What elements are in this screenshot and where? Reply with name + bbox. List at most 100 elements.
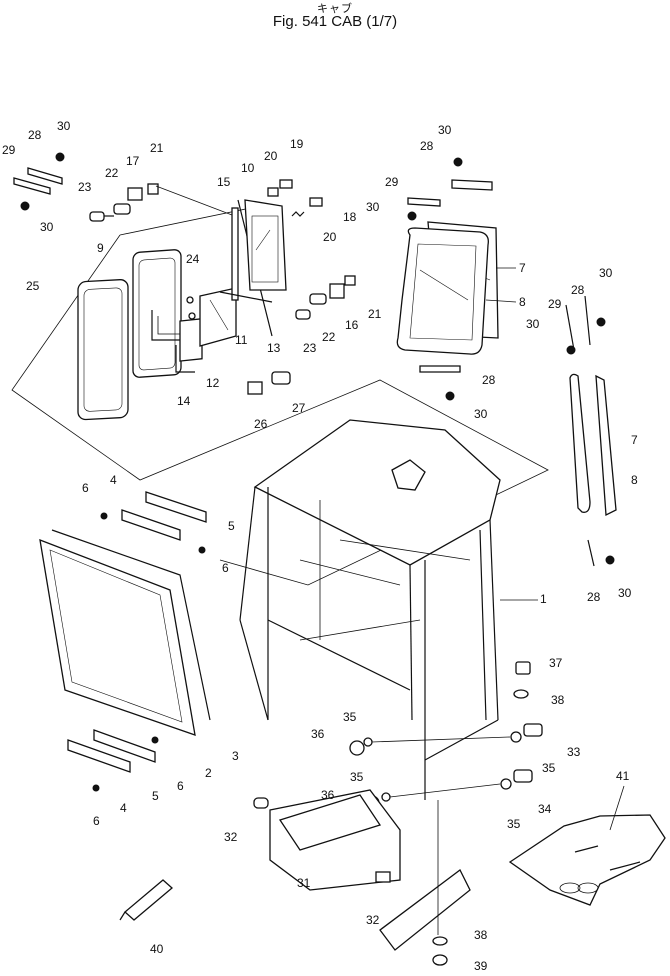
callout-32-left: 32 [224, 830, 238, 844]
part-29-side-pad [565, 304, 575, 351]
part-16-handle-right [329, 283, 345, 299]
callout-20-top: 20 [264, 149, 278, 163]
fastener-leader-a [371, 736, 511, 743]
callout-30-side-top: 30 [599, 266, 613, 280]
part-6-screw-bottom-left [92, 784, 100, 792]
callout-41: 41 [616, 769, 630, 783]
part-26-block [247, 381, 263, 395]
part-28-side-strip-bottom [587, 539, 595, 567]
part-15-rail [231, 207, 239, 301]
callout-8-rear: 8 [519, 295, 526, 309]
part-30-upper-screw-2 [407, 211, 417, 221]
part-4-strip-top [121, 509, 181, 541]
callout-35-bottom: 35 [507, 817, 521, 831]
callout-22-left: 22 [105, 166, 119, 180]
callout-30-lower: 30 [474, 407, 488, 421]
part-37-bolt [515, 661, 531, 675]
part-21-bracket-right [344, 275, 356, 286]
callout-30-side-bottom: 30 [618, 586, 632, 600]
callout-22-right: 22 [322, 330, 336, 344]
part-21-bracket [147, 183, 159, 195]
callout-21-left: 21 [150, 141, 164, 155]
callout-30-side-mid: 30 [526, 317, 540, 331]
callout-21-right: 21 [368, 307, 382, 321]
callout-5-top: 5 [228, 519, 235, 533]
callout-1: 1 [540, 592, 547, 606]
part-31-cover [269, 789, 401, 891]
part-8-side-frame [569, 373, 591, 513]
callout-9: 9 [97, 241, 104, 255]
part-33-bolt [523, 723, 543, 737]
part-4-strip-bottom [67, 739, 131, 773]
part-30-side-screw-top [596, 317, 606, 327]
part-38-washer-lower [432, 936, 448, 946]
part-11-glass [199, 287, 237, 347]
part-38-washer-upper [513, 689, 529, 699]
callout-4-top: 4 [110, 473, 117, 487]
leader-8 [485, 299, 517, 303]
part-24-clip [186, 296, 196, 320]
part-30-screw-lower [20, 201, 30, 211]
callout-6-top: 6 [82, 481, 89, 495]
callout-15: 15 [217, 175, 231, 189]
part-10-sliding-window [244, 199, 287, 291]
part-32-clip-upper [253, 797, 269, 809]
part-35-washer-lower-left [381, 792, 391, 802]
callout-30-top-left: 30 [57, 119, 71, 133]
part-30-side-screw-mid [566, 345, 576, 355]
callout-28-side-top: 28 [571, 283, 585, 297]
part-22-bolt [113, 203, 131, 215]
part-18-stopper [309, 197, 323, 207]
callout-5-bottom: 5 [152, 789, 159, 803]
callout-37: 37 [549, 656, 563, 670]
callout-7-rear: 7 [519, 261, 526, 275]
callout-28-upper: 28 [420, 139, 434, 153]
figure-title: Fig. 541 CAB (1/7) [272, 13, 398, 30]
part-20-spacer [267, 187, 279, 197]
callout-30-left: 30 [40, 220, 54, 234]
callout-29-left: 29 [2, 143, 16, 157]
part-6-screw-top [100, 512, 108, 520]
callout-33: 33 [567, 745, 581, 759]
part-35-washer-upper-left [363, 737, 373, 747]
callout-36-lower: 36 [321, 788, 335, 802]
callout-19: 19 [290, 137, 304, 151]
callout-28-lower: 28 [482, 373, 496, 387]
part-19-latch [279, 179, 293, 189]
part-28-side-strip-top [584, 295, 591, 346]
callout-40: 40 [150, 942, 164, 956]
figure-title-japanese: キャブ [317, 2, 353, 15]
part-8-rear-frame [396, 227, 489, 355]
part-23-screw-right [295, 309, 311, 320]
part-29-upper-pad [407, 197, 441, 207]
callout-24: 24 [186, 252, 200, 266]
leader-41 [609, 785, 625, 831]
part-22-bolt-right [309, 293, 327, 305]
part-25-door-window [77, 279, 129, 421]
part-6-screw-top-right [198, 546, 206, 554]
part-7-side-glass [595, 374, 617, 517]
part-36-nut-upper [349, 740, 365, 756]
callout-30-upper-left: 30 [366, 200, 380, 214]
callout-34: 34 [538, 802, 552, 816]
callout-6-mid: 6 [222, 561, 229, 575]
upper-assembly-boundary [11, 234, 549, 586]
part-30-upper-screw [453, 157, 463, 167]
callout-16: 16 [345, 318, 359, 332]
part-29-pad [13, 177, 51, 195]
part-28-plate [27, 167, 63, 185]
callout-35-lower-left: 35 [350, 770, 364, 784]
callout-35-right: 35 [542, 761, 556, 775]
callout-35-upper-left: 35 [343, 710, 357, 724]
part-35-washer-right-b [500, 778, 512, 790]
callout-39: 39 [474, 959, 488, 971]
callout-7-side: 7 [631, 433, 638, 447]
part-3-front-seal [51, 529, 211, 721]
part-28-lower-strip [419, 365, 461, 373]
callout-2: 2 [205, 766, 212, 780]
part-5-strip-top [145, 491, 207, 523]
callout-23-right: 23 [303, 341, 317, 355]
callout-28-side-bottom: 28 [587, 590, 601, 604]
